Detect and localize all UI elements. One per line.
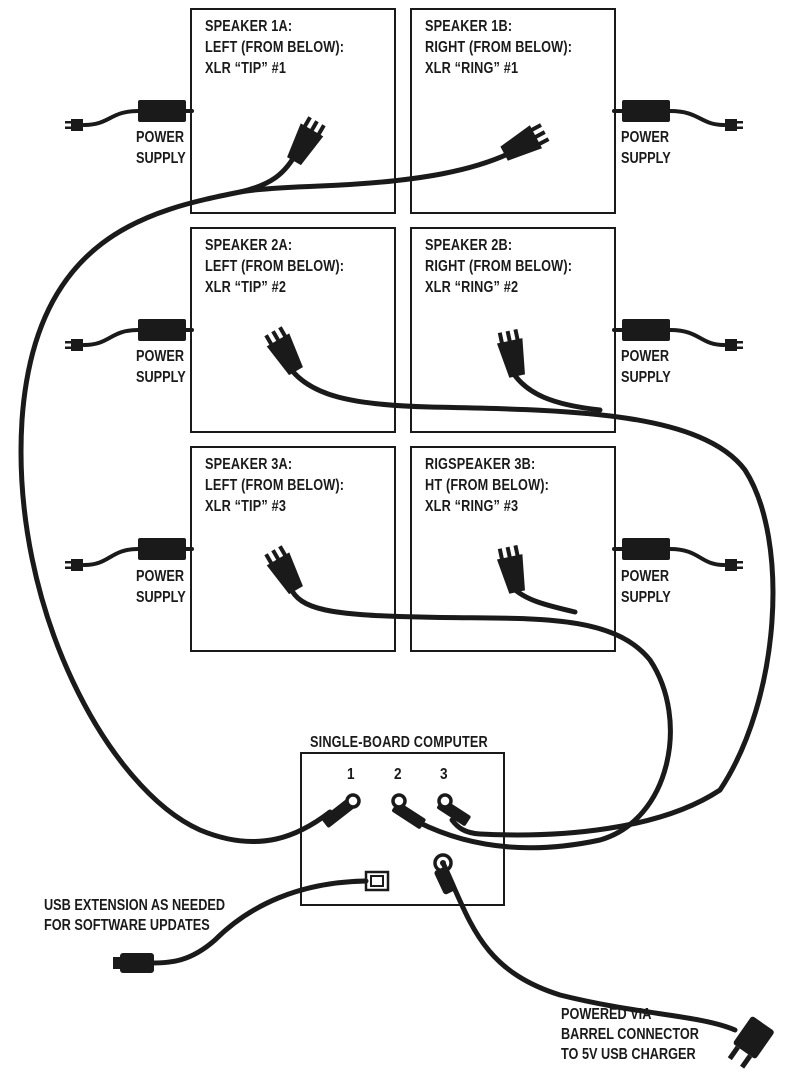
usb-charger-plug — [727, 1016, 774, 1069]
speaker-3a-position: LEFT (FROM BELOW): — [205, 477, 345, 494]
power-supply-label-2b: POWER SUPPLY — [621, 346, 671, 388]
left-power-bricks — [65, 100, 186, 571]
power-supply-line2: SUPPLY — [136, 369, 186, 386]
speaker-2a-channel: XLR “TIP” #2 — [205, 279, 287, 296]
speaker-1a-position: LEFT (FROM BELOW): — [205, 39, 345, 56]
speaker-2b-channel: XLR “RING” #2 — [425, 279, 519, 296]
power-supply-label-3a: POWER SUPPLY — [136, 566, 186, 608]
left-power-supplies — [82, 109, 194, 567]
usb-extension-note: USB EXTENSION AS NEEDED FOR SOFTWARE UPD… — [44, 896, 225, 936]
speaker-3a-channel: XLR “TIP” #3 — [205, 498, 287, 515]
computer-box — [300, 752, 505, 906]
computer-title: SINGLE-BOARD COMPUTER — [310, 734, 488, 751]
usb-note-line1: USB EXTENSION AS NEEDED — [44, 897, 226, 914]
speaker-1a-channel: XLR “TIP” #1 — [205, 60, 287, 77]
power-supply-line2: SUPPLY — [136, 150, 186, 167]
power-supply-line2: SUPPLY — [621, 589, 671, 606]
power-supply-line2: SUPPLY — [621, 150, 671, 167]
speaker-1a-title: SPEAKER 1A: — [205, 18, 293, 35]
power-supply-label-2a: POWER SUPPLY — [136, 346, 186, 388]
power-supply-line1: POWER — [621, 129, 670, 146]
speaker-3b-box — [410, 446, 616, 652]
speaker-2b-position: RIGHT (FROM BELOW): — [425, 258, 573, 275]
speaker-3a-label: SPEAKER 3A: LEFT (FROM BELOW): XLR “TIP”… — [205, 454, 344, 517]
speaker-2a-position: LEFT (FROM BELOW): — [205, 258, 345, 275]
port-label-1: 1 — [347, 766, 355, 783]
right-power-bricks — [622, 100, 743, 571]
speaker-1b-position: RIGHT (FROM BELOW): — [425, 39, 573, 56]
speaker-1b-channel: XLR “RING” #1 — [425, 60, 519, 77]
speaker-1b-title: SPEAKER 1B: — [425, 18, 513, 35]
speaker-3b-position: HT (FROM BELOW): — [425, 477, 550, 494]
speaker-1a-box — [190, 8, 396, 214]
power-note-line1: POWERED VIA — [561, 1006, 652, 1023]
speaker-2a-box — [190, 227, 396, 433]
speaker-2a-label: SPEAKER 2A: LEFT (FROM BELOW): XLR “TIP”… — [205, 235, 344, 298]
speaker-1a-label: SPEAKER 1A: LEFT (FROM BELOW): XLR “TIP”… — [205, 16, 344, 79]
speaker-3a-title: SPEAKER 3A: — [205, 456, 293, 473]
power-supply-label-3b: POWER SUPPLY — [621, 566, 671, 608]
speaker-3b-label: RIGSPEAKER 3B: HT (FROM BELOW): XLR “RIN… — [425, 454, 549, 517]
power-note: POWERED VIA BARREL CONNECTOR TO 5V USB C… — [561, 1005, 699, 1065]
power-note-line2: BARREL CONNECTOR — [561, 1026, 699, 1043]
port-label-3: 3 — [440, 766, 448, 783]
power-supply-line2: SUPPLY — [621, 369, 671, 386]
speaker-2b-title: SPEAKER 2B: — [425, 237, 513, 254]
speaker-1b-box — [410, 8, 616, 214]
speaker-3b-title: RIGSPEAKER 3B: — [425, 456, 536, 473]
usb-note-line2: FOR SOFTWARE UPDATES — [44, 917, 210, 934]
computer-ports — [345, 793, 453, 873]
speaker-3a-box — [190, 446, 396, 652]
speaker-2b-box — [410, 227, 616, 433]
power-supply-line1: POWER — [621, 348, 670, 365]
usb-plug — [113, 953, 154, 973]
audio-cables — [18, 145, 776, 851]
power-supply-label-1b: POWER SUPPLY — [621, 127, 671, 169]
power-supply-line2: SUPPLY — [136, 589, 186, 606]
power-supply-label-1a: POWER SUPPLY — [136, 127, 186, 169]
power-supply-line1: POWER — [136, 568, 185, 585]
power-note-line3: TO 5V USB CHARGER — [561, 1046, 696, 1063]
power-supply-line1: POWER — [136, 129, 185, 146]
speaker-2b-label: SPEAKER 2B: RIGHT (FROM BELOW): XLR “RIN… — [425, 235, 572, 298]
speaker-2a-title: SPEAKER 2A: — [205, 237, 293, 254]
speaker-3b-channel: XLR “RING” #3 — [425, 498, 519, 515]
power-supply-line1: POWER — [136, 348, 185, 365]
port-label-2: 2 — [394, 766, 402, 783]
power-supply-line1: POWER — [621, 568, 670, 585]
speaker-1b-label: SPEAKER 1B: RIGHT (FROM BELOW): XLR “RIN… — [425, 16, 572, 79]
